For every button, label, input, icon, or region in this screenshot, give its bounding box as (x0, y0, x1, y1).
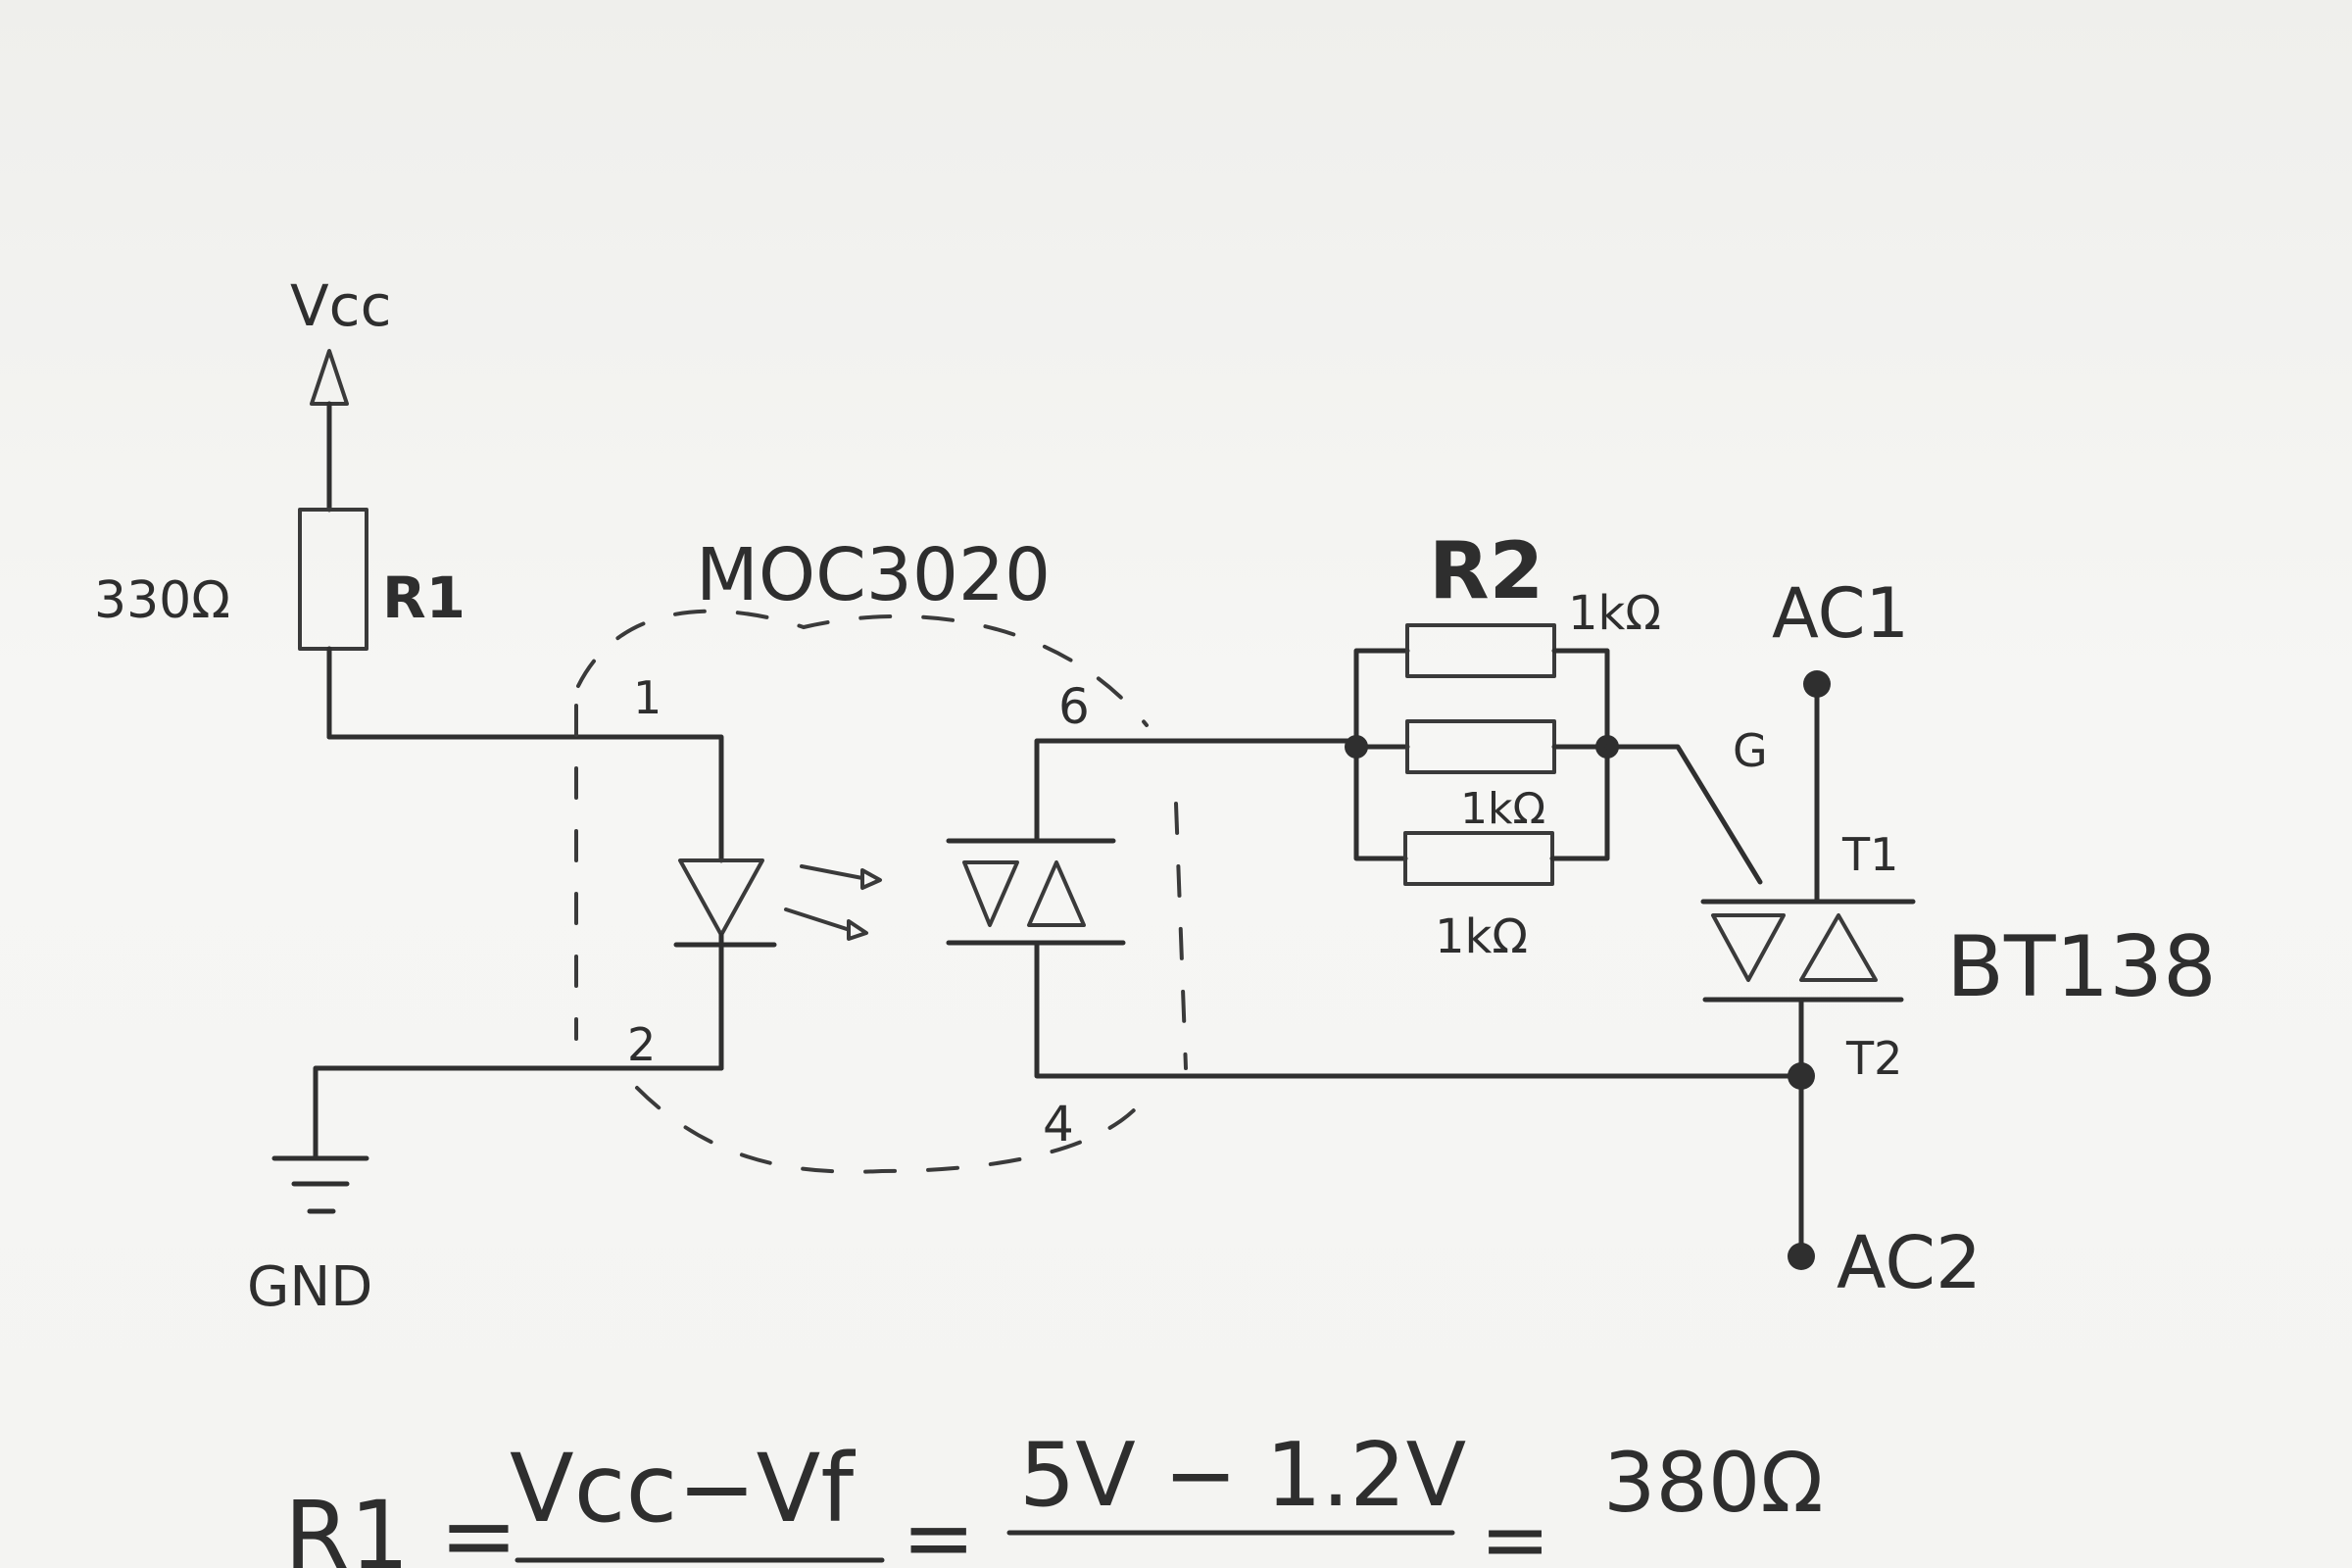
wire-pin2-gnd (313, 1065, 724, 1159)
r1-resistor (298, 508, 368, 740)
pin4-label: 4 (1043, 1096, 1074, 1152)
gnd-label: GND (247, 1255, 372, 1319)
optocoupler-outline (574, 609, 1188, 1174)
formula-equals-1: = (902, 1487, 975, 1568)
formula-equals-2: = (1480, 1491, 1550, 1568)
t1-label: T1 (1841, 828, 1898, 881)
r2-top-value-label: 1kΩ (1568, 586, 1661, 641)
pin6-label: 6 (1058, 678, 1090, 735)
led-symbol (673, 858, 777, 1071)
ac1-label: AC1 (1772, 573, 1909, 654)
t2-label: T2 (1845, 1032, 1902, 1085)
pin1-label: 1 (633, 671, 662, 724)
r2-mid-value-label: 1kΩ (1460, 784, 1545, 834)
r1-value-label: 330Ω (94, 571, 230, 630)
r1-name-label: R1 (382, 564, 466, 631)
formula-numerator-2: 5V − 1.2V (1019, 1424, 1466, 1527)
vcc-label: Vcc (290, 272, 391, 339)
ac2-label: AC2 (1837, 1221, 1982, 1305)
formula-result: 380Ω (1603, 1435, 1824, 1531)
r2-name-label: R2 (1429, 525, 1544, 616)
ac1-terminal (1803, 670, 1831, 698)
gnd-symbol (271, 1155, 369, 1214)
pin2-label: 2 (627, 1018, 656, 1071)
ic-name-label: MOC3020 (696, 533, 1051, 617)
formula-lhs: R1 = (284, 1481, 518, 1568)
triac-name-label: BT138 (1946, 918, 2217, 1016)
opto-triac-symbol (946, 738, 1804, 1079)
vcc-symbol (310, 349, 349, 513)
wire-r1-pin1 (326, 734, 724, 863)
formula: R1 = Vcc−Vf = 5V − 1.2V = 380Ω (284, 1424, 1824, 1568)
formula-numerator: Vcc−Vf (510, 1434, 856, 1544)
gate-label: G (1733, 724, 1768, 777)
r2-parallel-network (1345, 623, 1619, 886)
r2-bot-value-label: 1kΩ (1435, 909, 1528, 964)
ac2-terminal (1788, 1243, 1815, 1270)
wire-gate (1604, 744, 1763, 885)
light-arrows-icon (784, 864, 882, 941)
bt138-triac-symbol (1700, 683, 1916, 1259)
